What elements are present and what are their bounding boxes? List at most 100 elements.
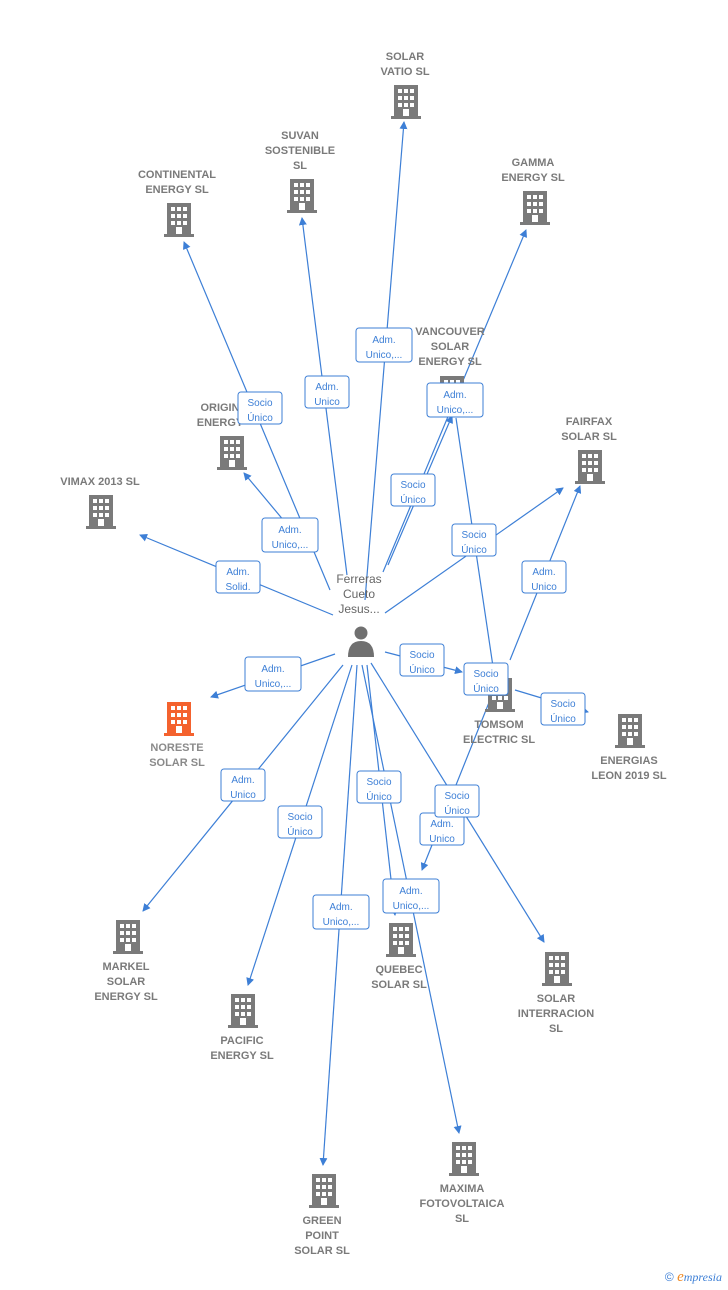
relation-label-box — [463, 662, 509, 696]
company-name-line: PACIFIC — [220, 1035, 263, 1047]
building-icon — [113, 920, 143, 954]
company-name-line: SL — [549, 1023, 563, 1035]
company-name-line: POINT — [305, 1230, 339, 1242]
relation-label-solar-vatio[interactable]: Adm.Unico,... — [355, 327, 413, 363]
company-name-line: INTERRACION — [518, 1008, 594, 1020]
relation-label-line: Socio — [550, 699, 575, 710]
company-name-line: VANCOUVER — [415, 326, 485, 338]
relation-label-line: Socio — [287, 812, 312, 823]
relation-label-line: Único — [247, 411, 273, 424]
relation-label-box — [521, 560, 567, 594]
relation-label-box — [434, 784, 480, 818]
brand-name: mpresia — [683, 1270, 722, 1284]
building-icon — [542, 952, 572, 986]
relation-label-line: Unico,... — [272, 540, 309, 551]
relation-label-box — [237, 391, 283, 425]
relation-label-box — [304, 375, 350, 409]
relation-label-suvan[interactable]: Adm.Unico — [304, 375, 350, 409]
company-name-line: ENERGY SL — [418, 356, 482, 368]
building-icon — [575, 450, 605, 484]
company-name-line: SL — [455, 1213, 469, 1225]
relation-label-line: Unico — [531, 582, 557, 593]
company-name-line: ELECTRIC SL — [463, 734, 535, 746]
relation-label-line: Único — [444, 804, 470, 817]
person-name-line: Ferreras — [336, 572, 381, 586]
relation-label-line: Socio — [400, 480, 425, 491]
building-icon — [391, 85, 421, 119]
company-name-line: MARKEL — [102, 961, 149, 973]
relation-label-gamma[interactable]: Adm.Unico,... — [426, 382, 484, 418]
brand-logo-initial: e — [677, 1269, 684, 1285]
company-name-line: ENERGY — [197, 417, 244, 429]
company-name-line: SOSTENIBLE — [265, 145, 335, 157]
company-node-vancouver[interactable]: VANCOUVER SOLAR ENERGY SL — [415, 326, 485, 410]
relation-label-line: Adm. — [430, 819, 453, 830]
copyright-icon: © — [664, 1270, 674, 1284]
building-icon — [86, 495, 116, 529]
relation-label-box — [356, 770, 402, 804]
relation-label-vimax[interactable]: Adm.Solid. — [215, 560, 261, 594]
relation-label-maxima[interactable]: Adm.Unico,... — [382, 878, 440, 914]
company-name-line: ENERGY SL — [145, 184, 209, 196]
person-icon — [348, 626, 374, 657]
company-name-line: MAXIMA — [440, 1183, 485, 1195]
relation-label-box — [277, 805, 323, 839]
company-name-line: SOLAR SL — [294, 1245, 350, 1257]
relation-label-noreste[interactable]: Adm.Unico,... — [244, 656, 302, 692]
company-name-line: FOTOVOLTAICA — [420, 1198, 505, 1210]
company-node-maxima[interactable]: MAXIMA FOTOVOLTAICA SL — [420, 1142, 505, 1225]
relation-label-line: Unico — [314, 397, 340, 408]
company-node-vimax[interactable]: VIMAX 2013 SL — [60, 476, 140, 529]
relation-label-line: Socio — [366, 777, 391, 788]
person-node[interactable]: FerrerasCuetoJesus... — [336, 572, 382, 657]
company-name-line: GREEN — [302, 1215, 341, 1227]
relation-label-line: Único — [473, 682, 499, 695]
company-name-line: SOLAR — [431, 341, 470, 353]
relation-label-box — [540, 692, 586, 726]
relation-label-box — [399, 643, 445, 677]
relation-label-line: Único — [461, 543, 487, 556]
relation-label-origin[interactable]: Adm.Unico,... — [261, 517, 319, 553]
company-name-line: ENERGIAS — [600, 755, 657, 767]
building-icon — [164, 203, 194, 237]
building-icon — [386, 923, 416, 957]
relation-label-box — [220, 768, 266, 802]
company-name-line: GAMMA — [512, 157, 555, 169]
building-icon — [228, 994, 258, 1028]
relation-label-markel[interactable]: Adm.Unico — [220, 768, 266, 802]
company-name-line: SOLAR SL — [149, 757, 205, 769]
company-name-line: SOLAR SL — [371, 979, 427, 991]
company-name-line: FAIRFAX — [566, 416, 613, 428]
relation-label-green-point[interactable]: Adm.Unico,... — [312, 894, 370, 930]
footer-brand[interactable]: © empresia — [665, 1269, 722, 1286]
relation-label-quebec-b[interactable]: Adm.Unico — [419, 812, 465, 846]
relation-label-line: Socio — [461, 530, 486, 541]
relation-label-line: Unico — [230, 790, 256, 801]
relation-label-line: Único — [400, 493, 426, 506]
relation-label-box — [426, 382, 484, 418]
relation-label-fairfax-a[interactable]: Adm.Unico — [521, 560, 567, 594]
company-node-green-point[interactable]: GREEN POINT SOLAR SL — [294, 1174, 350, 1257]
